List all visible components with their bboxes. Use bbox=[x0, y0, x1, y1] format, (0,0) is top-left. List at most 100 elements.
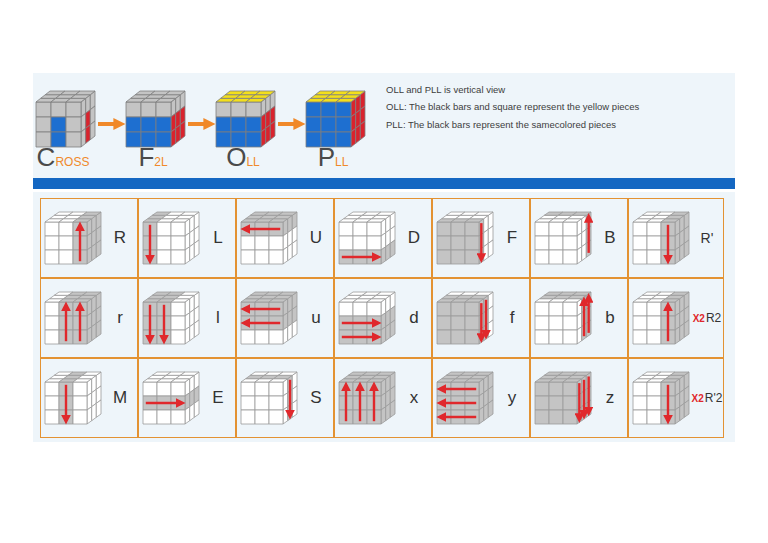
cube-facelet bbox=[292, 320, 297, 337]
move-letter: B bbox=[604, 228, 615, 248]
cube-facelet bbox=[647, 330, 661, 344]
cube-facelet bbox=[465, 316, 479, 330]
turn-arrow bbox=[578, 383, 580, 418]
cube-facelet bbox=[563, 299, 582, 302]
move-letter: R'2 bbox=[705, 391, 723, 405]
cube-facelet bbox=[437, 302, 451, 316]
turn-arrow bbox=[667, 306, 669, 341]
cube-facelet bbox=[572, 212, 591, 215]
cube-facelet bbox=[437, 222, 451, 236]
turn-arrow bbox=[245, 322, 280, 324]
cube-facelet bbox=[549, 410, 563, 424]
cube-facelet bbox=[680, 403, 685, 420]
cube-facelet bbox=[360, 121, 365, 140]
cube-facelet bbox=[71, 95, 91, 99]
text-row: b bbox=[593, 279, 627, 357]
cube-facelet bbox=[216, 117, 231, 132]
cube-facelet bbox=[87, 407, 92, 424]
move-letter: u bbox=[311, 308, 320, 328]
cube-facelet bbox=[684, 240, 689, 257]
cube-drawing bbox=[126, 91, 185, 147]
cube-drawing bbox=[45, 212, 101, 264]
cube-facelet bbox=[661, 219, 680, 222]
cube-facelet bbox=[51, 117, 66, 132]
cube-facelet bbox=[171, 250, 185, 264]
cube-facelet bbox=[535, 236, 549, 250]
cube-facelet bbox=[141, 117, 156, 132]
cube-facelet bbox=[336, 102, 351, 117]
cube-facelet bbox=[156, 98, 176, 102]
notation-cell: E bbox=[138, 358, 236, 438]
cube-facelet bbox=[647, 250, 661, 264]
turn-arrow bbox=[667, 385, 669, 420]
text-row: f bbox=[495, 279, 529, 357]
cube-drawing bbox=[633, 292, 689, 344]
cube-facelet bbox=[341, 95, 361, 99]
cube-facelet bbox=[381, 407, 386, 424]
cube-facelet bbox=[176, 215, 195, 218]
cube-facelet bbox=[185, 247, 190, 264]
cube-facelet bbox=[563, 382, 577, 396]
text-row: y bbox=[495, 359, 529, 437]
cube-facelet bbox=[45, 250, 59, 264]
move-letter: z bbox=[606, 388, 615, 408]
cube-facelet bbox=[647, 302, 661, 316]
cube-facelet bbox=[73, 299, 92, 302]
cube-facelet bbox=[535, 396, 549, 410]
cube-facelet bbox=[535, 316, 549, 330]
cube-facelet bbox=[292, 400, 297, 417]
notation-cell: z bbox=[530, 358, 628, 438]
cube-facelet bbox=[45, 410, 59, 424]
cube-facelet bbox=[176, 295, 195, 298]
turn-arrow bbox=[345, 386, 347, 421]
cube-drawing bbox=[339, 292, 395, 344]
cube-facelet bbox=[563, 302, 577, 316]
move-letter: M bbox=[113, 388, 127, 408]
cube-facelet bbox=[81, 128, 86, 147]
cube-facelet bbox=[82, 292, 101, 295]
move-letter: y bbox=[508, 388, 517, 408]
cube-facelet bbox=[73, 219, 92, 222]
notation-cell: b bbox=[530, 278, 628, 358]
cube-facelet bbox=[356, 125, 361, 144]
cube-facelet bbox=[171, 236, 185, 250]
turn-arrow bbox=[289, 380, 291, 415]
cube-facelet bbox=[269, 379, 288, 382]
blue-bar bbox=[33, 178, 735, 189]
move-letter: F bbox=[507, 228, 517, 248]
cube-facelet bbox=[488, 240, 493, 257]
cube-facelet bbox=[390, 240, 395, 257]
move-letter: l bbox=[216, 308, 220, 328]
cube-facelet bbox=[156, 117, 171, 132]
cube-drawing bbox=[535, 372, 591, 424]
move-letter: R2 bbox=[706, 311, 721, 325]
cube-facelet bbox=[465, 379, 484, 382]
cube-drawing bbox=[143, 212, 199, 264]
cube-facelet bbox=[568, 215, 587, 218]
cube-facelet bbox=[241, 236, 255, 250]
cube-drawing bbox=[216, 91, 275, 147]
cube-drawing bbox=[339, 212, 395, 264]
turn-arrow bbox=[480, 303, 482, 338]
cube-facelet bbox=[36, 102, 51, 117]
cube-facelet bbox=[161, 95, 181, 99]
cube-facelet bbox=[572, 292, 591, 295]
cube-facelet bbox=[255, 250, 269, 264]
cube-facelet bbox=[87, 327, 92, 344]
cube-facelet bbox=[465, 299, 484, 302]
cube-facelet bbox=[246, 117, 261, 132]
cube-facelet bbox=[269, 250, 283, 264]
cube-facelet bbox=[171, 330, 185, 344]
stage-node: CROSS bbox=[30, 80, 96, 175]
cube-facelet bbox=[465, 236, 479, 250]
cube-facelet bbox=[386, 243, 391, 260]
cube-facelet bbox=[633, 330, 647, 344]
cube-facelet bbox=[176, 375, 195, 378]
text-row: R bbox=[103, 199, 137, 277]
cube-facelet bbox=[670, 292, 689, 295]
cube-facelet bbox=[255, 236, 269, 250]
cube-drawing bbox=[36, 91, 95, 147]
move-letter: R bbox=[114, 228, 126, 248]
cube-facelet bbox=[675, 247, 680, 264]
cube-facelet bbox=[535, 222, 549, 236]
